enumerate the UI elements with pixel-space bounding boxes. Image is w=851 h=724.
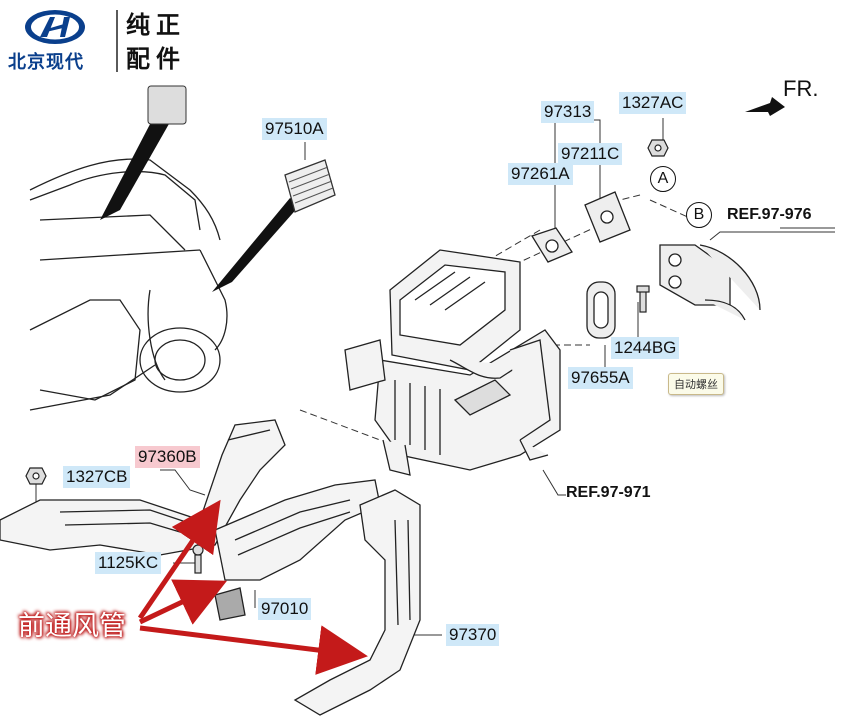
vent-grille-97510A-icon (284, 159, 336, 213)
nut-1327AC-icon (647, 139, 669, 157)
reference-97-971[interactable]: REF.97-971 (566, 484, 651, 501)
part-label-97313[interactable]: 97313 (541, 101, 595, 123)
part-label-97655A[interactable]: 97655A (568, 367, 633, 389)
pointer-shape (212, 198, 300, 292)
pipe-connector-icon (659, 244, 761, 321)
brand-name: 北京现代 (8, 52, 84, 73)
callout-front-duct: 前通风管 (18, 611, 126, 642)
brand-tagline-1: 纯正 (126, 11, 186, 39)
part-label-1125KC[interactable]: 1125KC (95, 552, 162, 574)
part-label-97010[interactable]: 97010 (258, 598, 312, 620)
part-label-97510A[interactable]: 97510A (262, 118, 327, 140)
nut-1327CB-icon (25, 467, 47, 485)
vehicle-outline (29, 158, 228, 411)
marker-b: B (686, 202, 712, 228)
tooltip-auto-screw: 自动螺丝 (668, 373, 724, 395)
marker-a: A (650, 166, 676, 192)
part-label-97360B[interactable]: 97360B (135, 446, 200, 468)
brand-tagline-2: 配件 (126, 45, 186, 73)
callout-arrows (137, 499, 368, 675)
seal-97655A-icon (586, 281, 616, 339)
part-label-97261A[interactable]: 97261A (508, 163, 573, 185)
gasket-97261A-icon (531, 227, 573, 263)
plate-97211C-icon (584, 191, 631, 243)
hyundai-logo-icon (25, 10, 85, 44)
pointer-shape (100, 105, 178, 220)
reference-97-976[interactable]: REF.97-976 (727, 206, 812, 223)
duct-97370-icon (293, 489, 421, 716)
part-label-97370[interactable]: 97370 (446, 624, 500, 646)
part-label-1327AC[interactable]: 1327AC (619, 92, 687, 114)
part-label-1244BG[interactable]: 1244BG (611, 337, 680, 359)
part-label-97211C[interactable]: 97211C (558, 143, 623, 165)
front-direction-arrow-icon (745, 97, 785, 116)
front-direction-label: FR. (783, 76, 819, 101)
part-label-1327CB[interactable]: 1327CB (63, 466, 131, 488)
vent-grille-icon (147, 85, 187, 125)
screw-1125KC-icon (192, 544, 204, 574)
hvac-unit-icon (344, 249, 561, 476)
bolt-1244BG-icon (636, 285, 650, 313)
